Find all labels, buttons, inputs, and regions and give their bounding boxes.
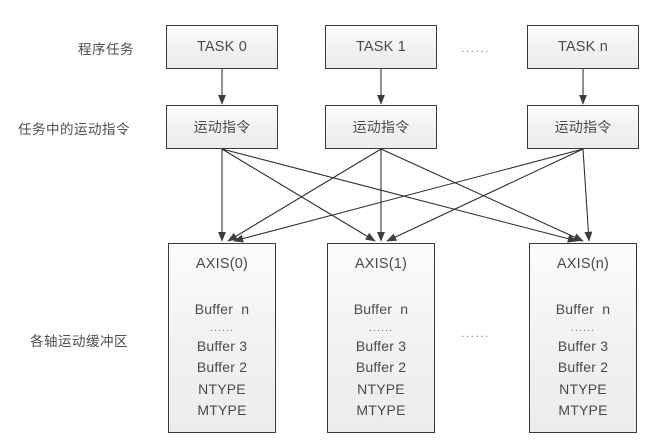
- task-box-0-label: TASK 0: [196, 39, 248, 55]
- axis-box-0-buffer-list: Buffer n ...... Buffer 3 Buffer 2 NTYPE …: [169, 299, 275, 421]
- instruction-box-n[interactable]: 运动指令: [527, 105, 639, 149]
- axis-buffer-row: Buffer n: [353, 301, 409, 318]
- instruction-box-1[interactable]: 运动指令: [325, 105, 437, 149]
- axis-buffer-row: Buffer 3: [557, 338, 609, 355]
- axis-buffer-row: Buffer 3: [196, 338, 248, 355]
- axis-buffer-row: Buffer 2: [355, 359, 407, 376]
- axis-buffer-row: NTYPE: [559, 380, 607, 397]
- axis-buffer-row: ......: [209, 321, 235, 334]
- task-row-ellipsis: ......: [461, 41, 491, 55]
- axis-buffer-row: Buffer 3: [355, 338, 407, 355]
- axis-box-0[interactable]: AXIS(0) Buffer n ...... Buffer 3 Buffer …: [168, 243, 276, 433]
- axis-row-ellipsis: ......: [461, 326, 491, 340]
- axis-buffer-row: MTYPE: [197, 401, 247, 418]
- task-box-0[interactable]: TASK 0: [166, 25, 278, 69]
- task-box-n[interactable]: TASK n: [527, 25, 639, 69]
- instruction-box-0[interactable]: 运动指令: [166, 105, 278, 149]
- axis-buffer-row: Buffer n: [194, 301, 250, 318]
- task-box-1-label: TASK 1: [355, 39, 407, 55]
- row-label-program-tasks: 程序任务: [78, 42, 134, 57]
- axis-buffer-row: ......: [570, 321, 596, 334]
- task-box-1[interactable]: TASK 1: [325, 25, 437, 69]
- axis-buffer-row: MTYPE: [356, 401, 406, 418]
- axis-buffer-row: ......: [368, 321, 394, 334]
- axis-box-0-title: AXIS(0): [195, 256, 249, 272]
- axis-box-1[interactable]: AXIS(1) Buffer n ...... Buffer 3 Buffer …: [327, 243, 435, 433]
- axis-box-1-title: AXIS(1): [354, 256, 408, 272]
- axis-buffer-row: NTYPE: [198, 380, 246, 397]
- axis-box-1-buffer-list: Buffer n ...... Buffer 3 Buffer 2 NTYPE …: [328, 299, 434, 421]
- row-label-axis-motion-buffers: 各轴运动缓冲区: [30, 334, 128, 349]
- axis-buffer-row: Buffer n: [555, 301, 611, 318]
- axis-buffer-row: NTYPE: [357, 380, 405, 397]
- axis-box-n[interactable]: AXIS(n) Buffer n ...... Buffer 3 Buffer …: [529, 243, 637, 433]
- axis-box-n-buffer-list: Buffer n ...... Buffer 3 Buffer 2 NTYPE …: [530, 299, 636, 421]
- axis-buffer-row: Buffer 2: [557, 359, 609, 376]
- task-to-instruction-edges: [218, 69, 587, 105]
- axis-box-n-title: AXIS(n): [556, 256, 610, 272]
- instruction-box-n-label: 运动指令: [554, 119, 612, 135]
- instruction-box-0-label: 运动指令: [193, 119, 251, 135]
- axis-buffer-row: MTYPE: [558, 401, 608, 418]
- instruction-to-axis-edges: [218, 148, 593, 243]
- row-label-motion-instructions: 任务中的运动指令: [18, 122, 130, 137]
- axis-buffer-row: Buffer 2: [196, 359, 248, 376]
- instruction-box-1-label: 运动指令: [352, 119, 410, 135]
- task-box-n-label: TASK n: [557, 39, 609, 55]
